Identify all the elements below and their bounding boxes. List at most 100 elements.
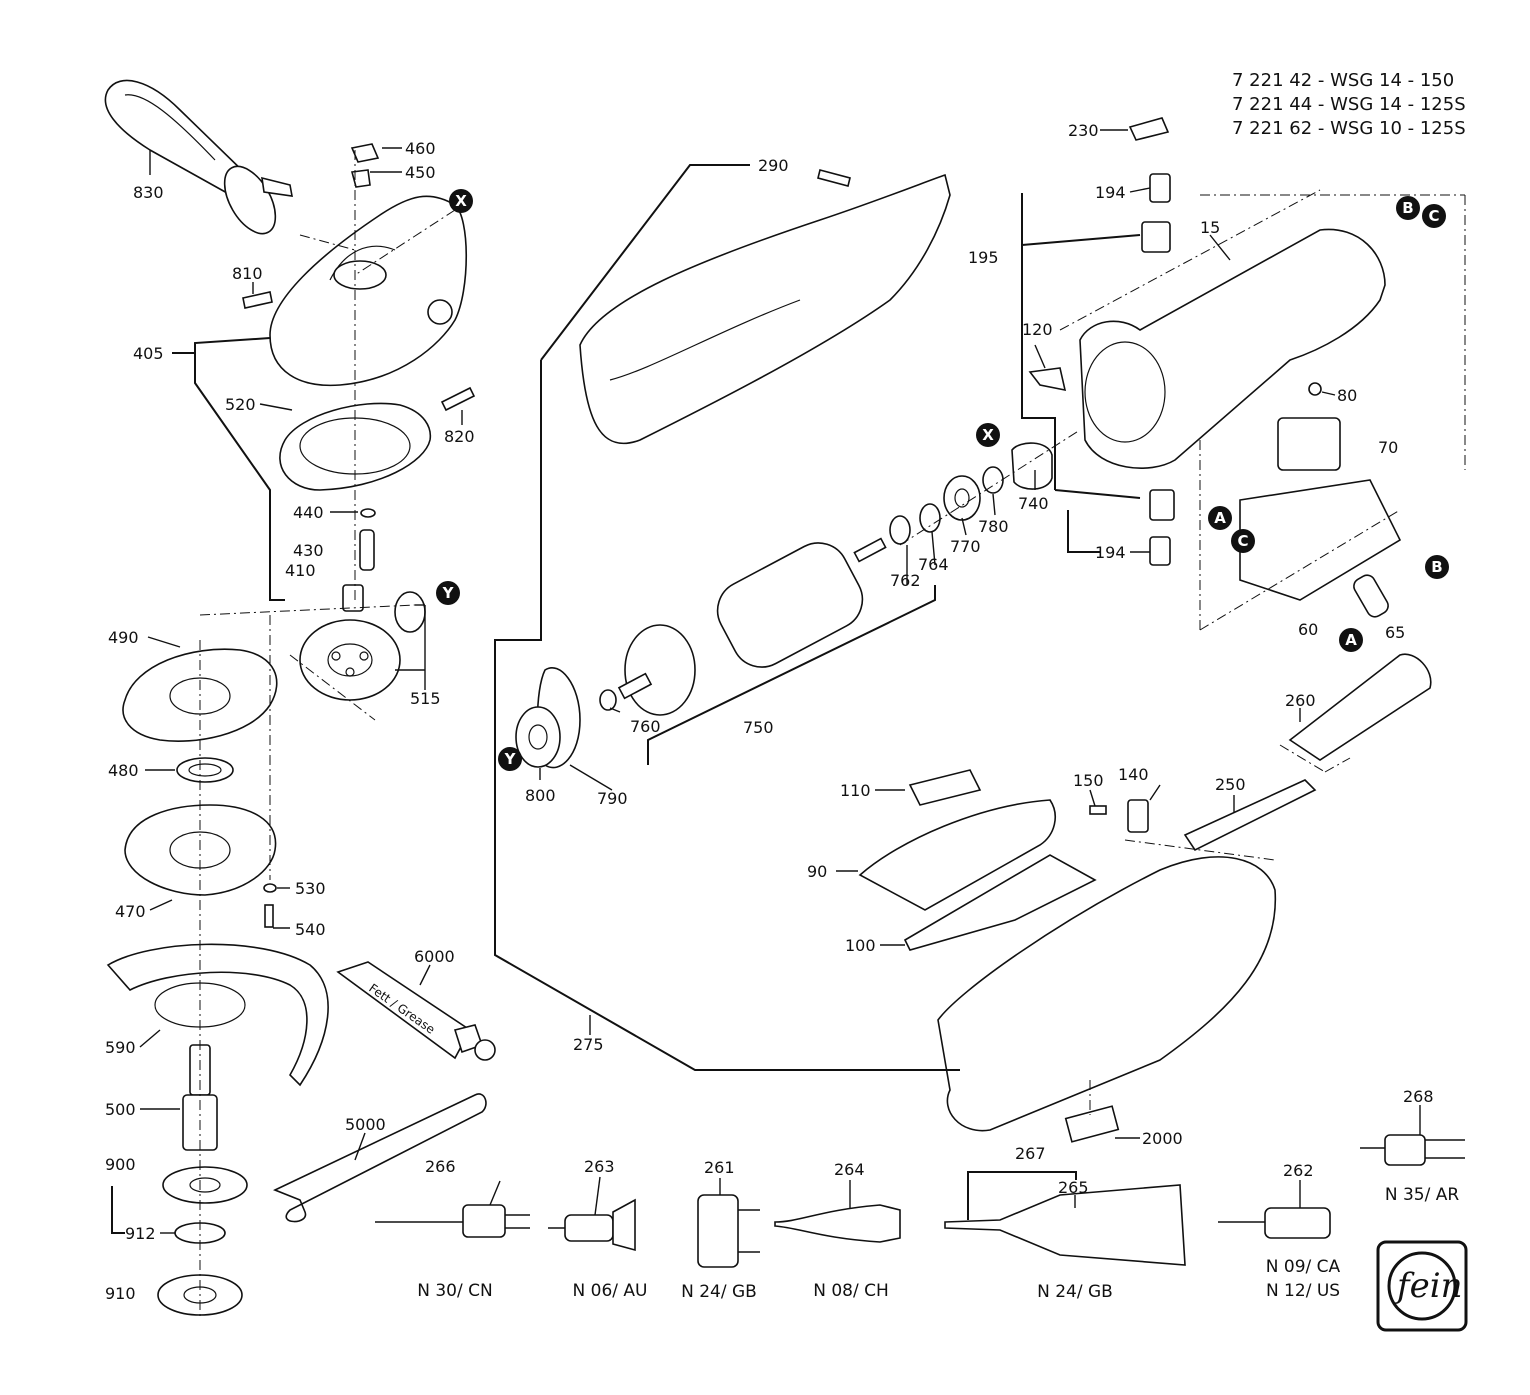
bracket-267	[967, 1171, 1077, 1220]
bracket-194b	[1067, 510, 1100, 553]
plug-264	[774, 1204, 901, 1243]
part-label-830: 830	[133, 183, 164, 202]
part-label-405: 405	[133, 344, 164, 363]
part-label-60: 60	[1298, 620, 1318, 639]
model-line-3: 7 221 62 - WSG 10 - 125S	[1232, 118, 1466, 139]
part-label-2000: 2000	[1142, 1129, 1183, 1148]
bracket-405	[172, 337, 285, 601]
svg-text:B: B	[1402, 199, 1413, 217]
grease-tube: Fett / Grease	[336, 961, 496, 1061]
variant-265: N 24/ GB	[1037, 1282, 1113, 1302]
switch-carrier	[1239, 479, 1402, 601]
centerlines	[199, 150, 1466, 1320]
part-label-540: 540	[295, 920, 326, 939]
switch-slider	[858, 799, 1056, 911]
part-label-230: 230	[1068, 121, 1099, 140]
bevel-gear	[299, 591, 426, 701]
marker-c-top: C	[1422, 204, 1446, 228]
wheel-guard	[106, 943, 329, 1087]
plug-263	[548, 1198, 636, 1252]
part-label-100: 100	[845, 936, 876, 955]
marker-c-switch: C	[1231, 529, 1255, 553]
part-label-810: 810	[232, 264, 263, 283]
armature	[617, 537, 887, 716]
variant-261: N 24/ GB	[681, 1282, 757, 1302]
part-label-65: 65	[1385, 623, 1405, 642]
variant-266: N 30/ CN	[417, 1281, 492, 1301]
svg-text:X: X	[455, 192, 467, 210]
gear-head-cover	[242, 143, 476, 412]
marker-b-top: B	[1396, 196, 1420, 220]
part-label-410: 410	[285, 561, 316, 580]
variant-264: N 08/ CH	[813, 1281, 889, 1301]
part-label-195: 195	[968, 248, 999, 267]
part-label-267: 267	[1015, 1144, 1046, 1163]
svg-text:A: A	[1345, 631, 1357, 649]
svg-text:A: A	[1214, 509, 1226, 527]
variant-262-ca: N 09/ CA	[1266, 1257, 1341, 1277]
part-labels: 830 460 450 810 405 520 820 440 430 410 …	[105, 121, 1434, 1303]
part-label-70: 70	[1378, 438, 1398, 457]
part-label-760: 760	[630, 717, 661, 736]
marker-x-right: X	[976, 423, 1000, 447]
part-label-5000: 5000	[345, 1115, 386, 1134]
svg-text:Y: Y	[504, 750, 517, 768]
part-label-264: 264	[834, 1160, 865, 1179]
part-label-780: 780	[978, 517, 1009, 536]
part-label-470: 470	[115, 902, 146, 921]
part-label-764: 764	[918, 555, 949, 574]
part-label-120: 120	[1022, 320, 1053, 339]
bracket-900	[111, 1186, 125, 1234]
bracket-195	[1021, 193, 1141, 499]
cable-plug-assembly	[1288, 653, 1432, 761]
part-label-140: 140	[1118, 765, 1149, 784]
svg-text:C: C	[1237, 532, 1248, 550]
part-label-15: 15	[1200, 218, 1220, 237]
marker-a-switch: A	[1208, 506, 1232, 530]
part-label-265: 265	[1058, 1178, 1089, 1197]
switch-block	[1277, 417, 1341, 471]
part-label-440: 440	[293, 503, 324, 522]
model-line-1: 7 221 42 - WSG 14 - 150	[1232, 70, 1454, 91]
model-list: 7 221 42 - WSG 14 - 150 7 221 44 - WSG 1…	[1232, 70, 1466, 139]
plug-262	[1218, 1207, 1331, 1239]
leader-lines	[139, 129, 1421, 1234]
model-line-2: 7 221 44 - WSG 14 - 125S	[1232, 94, 1466, 115]
plug-268	[1360, 1134, 1465, 1166]
marker-a-capacitor: A	[1339, 628, 1363, 652]
part-label-590: 590	[105, 1038, 136, 1057]
part-label-90: 90	[807, 862, 827, 881]
part-label-430: 430	[293, 541, 324, 560]
marker-y-bottom: Y	[498, 747, 522, 771]
svg-text:Y: Y	[442, 584, 455, 602]
variant-263: N 06/ AU	[573, 1281, 648, 1301]
part-label-262: 262	[1283, 1161, 1314, 1180]
plug-265	[944, 1184, 1186, 1266]
part-label-268: 268	[1403, 1087, 1434, 1106]
part-label-790: 790	[597, 789, 628, 808]
part-label-6000: 6000	[414, 947, 455, 966]
part-label-450: 450	[405, 163, 436, 182]
motor-housing-half	[579, 173, 951, 445]
svg-text:B: B	[1431, 558, 1442, 576]
aux-handle	[104, 79, 293, 235]
lower-housing-half	[937, 856, 1277, 1132]
part-label-515: 515	[410, 689, 441, 708]
part-label-266: 266	[425, 1157, 456, 1176]
variant-262-us: N 12/ US	[1266, 1281, 1340, 1301]
part-label-520: 520	[225, 395, 256, 414]
part-label-194-bottom: 194	[1095, 543, 1126, 562]
plug-variant-captions: N 30/ CN N 06/ AU N 24/ GB N 08/ CH N 24…	[417, 1185, 1459, 1302]
part-label-194-top: 194	[1095, 183, 1126, 202]
part-label-460: 460	[405, 139, 436, 158]
marker-y-top: Y	[436, 581, 460, 605]
face-spanner	[273, 1093, 487, 1223]
part-label-912: 912	[125, 1224, 156, 1243]
svg-text:X: X	[982, 426, 994, 444]
part-label-490: 490	[108, 628, 139, 647]
part-label-80: 80	[1337, 386, 1357, 405]
variant-268: N 35/ AR	[1385, 1185, 1460, 1205]
part-label-770: 770	[950, 537, 981, 556]
part-label-110: 110	[840, 781, 871, 800]
